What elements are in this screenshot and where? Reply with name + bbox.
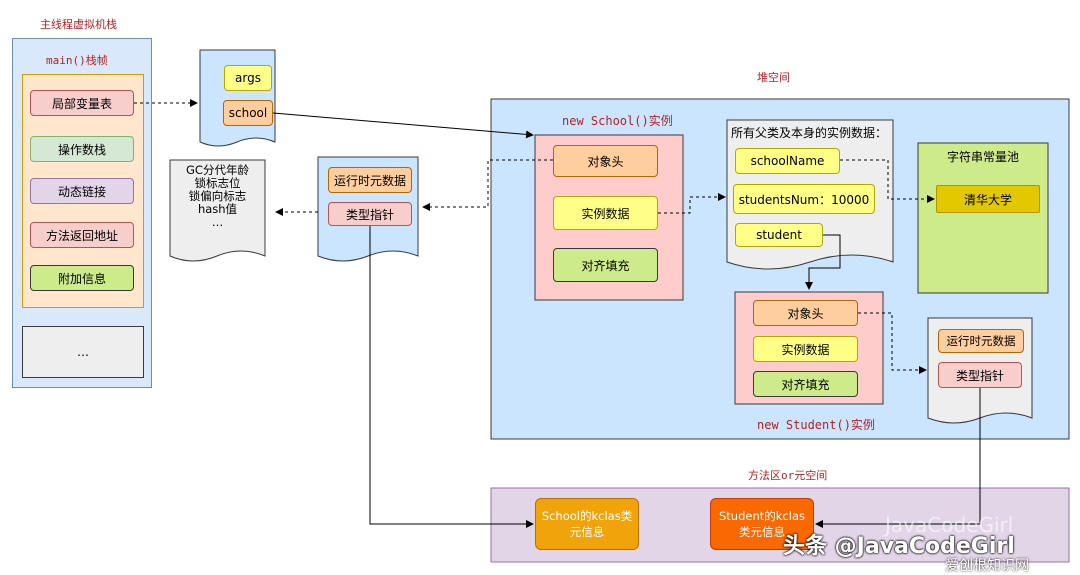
stack-more: … <box>22 326 144 378</box>
local-variable-table: 局部变量表 <box>30 90 134 116</box>
dynamic-linking: 动态链接 <box>30 178 134 204</box>
operand-stack: 操作数栈 <box>30 136 134 162</box>
school-name-field: schoolName <box>735 148 840 174</box>
return-address: 方法返回地址 <box>30 222 134 248</box>
instance-data-doc-title: 所有父类及本身的实例数据： <box>731 126 888 140</box>
watermark-site: 爱创根知识网 <box>945 558 1029 574</box>
student-object-header: 对象头 <box>753 300 858 326</box>
student-type-pointer: 类型指针 <box>938 362 1022 388</box>
object-header-details: GC分代年龄 锁标志位 锁偏向标志 hash值 … <box>170 164 265 229</box>
school-instance-title: new School()实例 <box>562 114 673 128</box>
header-line-more: … <box>211 215 224 229</box>
school-object-header: 对象头 <box>553 145 658 177</box>
students-num-field: studentsNum：10000 <box>733 184 875 214</box>
header-line-hash: hash值 <box>197 202 238 216</box>
string-pool-box <box>917 142 1049 294</box>
school-type-pointer: 类型指针 <box>328 202 412 226</box>
school-instance-data: 实例数据 <box>553 196 658 230</box>
method-area-label: 方法区or元空间 <box>748 469 828 482</box>
student-padding: 对齐填充 <box>753 371 858 397</box>
header-line-biased-flag: 锁偏向标志 <box>188 189 247 203</box>
string-pool-title: 字符串常量池 <box>946 149 1019 164</box>
school-variable: school <box>223 100 273 126</box>
student-runtime-metadata: 运行时元数据 <box>938 329 1024 353</box>
header-line-lock-flag: 锁标志位 <box>194 176 241 190</box>
student-instance-data: 实例数据 <box>753 336 858 362</box>
header-doc-shape <box>169 159 266 262</box>
student-field: student <box>735 223 823 247</box>
watermark-faint: JavaCodeGirl <box>885 513 1014 537</box>
string-pool-value: 清华大学 <box>936 185 1040 213</box>
school-klass-info: School的kclas类元信息 <box>535 498 639 550</box>
school-runtime-metadata: 运行时元数据 <box>328 167 412 193</box>
heap-title: 堆空间 <box>757 71 790 84</box>
school-padding: 对齐填充 <box>553 248 658 282</box>
student-instance-title: new Student()实例 <box>757 418 875 432</box>
args-variable: args <box>224 65 272 91</box>
stack-title: 主线程虚拟机栈 <box>40 18 117 31</box>
watermark-main: 头条 @JavaCodeGirl <box>783 534 1015 559</box>
student-klass-info: Student的kclas类元信息 <box>710 498 814 550</box>
header-line-gc-age: GC分代年龄 <box>186 163 249 177</box>
additional-info: 附加信息 <box>30 265 134 291</box>
frame-title: main()栈帧 <box>46 54 108 67</box>
